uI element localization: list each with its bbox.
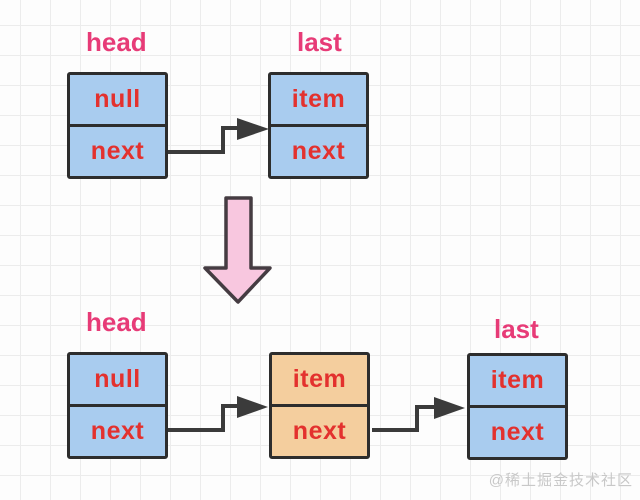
after-inserted-node: item next <box>269 352 370 459</box>
node-cell-next: next <box>271 124 366 176</box>
before-head-label: head <box>86 27 147 57</box>
next-pointer-arrow <box>168 118 269 154</box>
transition-down-arrow <box>203 196 272 304</box>
before-last-label: last <box>297 27 342 57</box>
before-head-node: null next <box>67 72 168 179</box>
node-cell-next: next <box>470 405 565 457</box>
after-last-label: last <box>494 314 539 344</box>
after-head-node: null next <box>67 352 168 459</box>
node-cell-value: item <box>291 85 346 113</box>
next-pointer-arrow <box>168 396 268 432</box>
after-head-label: head <box>86 307 147 337</box>
node-cell-value: item <box>292 365 347 393</box>
node-cell-value: null <box>94 365 141 393</box>
before-last-node: item next <box>268 72 369 179</box>
node-cell-next: next <box>272 404 367 456</box>
node-cell-next: next <box>70 404 165 456</box>
node-cell-value: null <box>94 85 141 113</box>
next-pointer-arrow <box>372 397 465 432</box>
node-cell-next: next <box>70 124 165 176</box>
node-cell-value: item <box>490 366 545 394</box>
watermark: @稀土掘金技术社区 <box>488 472 633 489</box>
after-last-node: item next <box>467 353 568 460</box>
